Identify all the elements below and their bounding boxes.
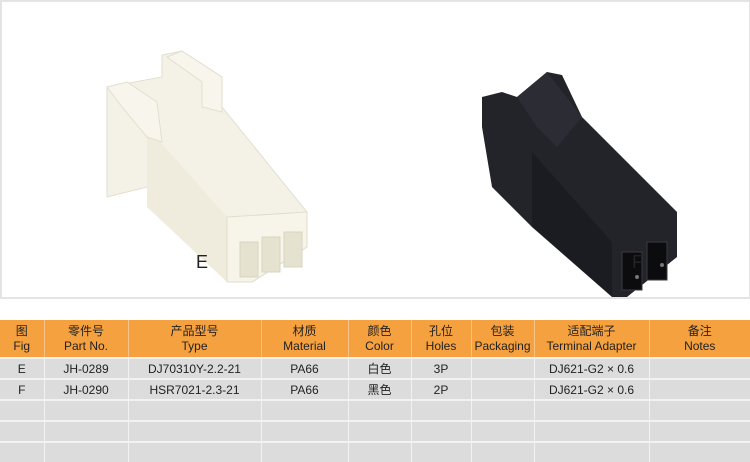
table-cell	[261, 442, 348, 462]
table-cell	[44, 400, 128, 421]
table-cell	[128, 400, 261, 421]
table-cell: E	[0, 358, 44, 379]
table-cell: PA66	[261, 379, 348, 400]
table-cell	[411, 400, 471, 421]
table-cell	[128, 442, 261, 462]
column-header-cn: 图	[0, 324, 44, 339]
table-cell	[348, 442, 411, 462]
product-image-panel: E F	[0, 0, 750, 299]
table-cell	[649, 421, 750, 442]
table-cell	[649, 442, 750, 462]
table-row	[0, 421, 750, 442]
table-cell	[0, 442, 44, 462]
table-cell: DJ621-G2 × 0.6	[534, 358, 649, 379]
table-cell	[411, 421, 471, 442]
table-cell	[44, 421, 128, 442]
column-header-en: Part No.	[45, 339, 128, 354]
connector-e-image	[102, 47, 322, 287]
table-cell	[348, 400, 411, 421]
table-cell: DJ70310Y-2.2-21	[128, 358, 261, 379]
column-header-cn: 颜色	[349, 324, 411, 339]
table-cell	[471, 421, 534, 442]
table-cell	[261, 400, 348, 421]
table-cell: PA66	[261, 358, 348, 379]
connector-f-image	[477, 67, 697, 307]
column-header-en: Material	[262, 339, 348, 354]
figure-label-f: F	[632, 252, 643, 273]
column-header-en: Color	[349, 339, 411, 354]
table-cell	[649, 358, 750, 379]
table-cell	[471, 442, 534, 462]
table-cell: JH-0290	[44, 379, 128, 400]
column-header-en: Packaging	[472, 339, 534, 354]
table-cell	[348, 421, 411, 442]
table-cell	[261, 421, 348, 442]
table-cell: 白色	[348, 358, 411, 379]
column-header-cn: 产品型号	[129, 324, 261, 339]
column-header-en: Holes	[412, 339, 471, 354]
table-cell	[534, 400, 649, 421]
table-cell	[471, 358, 534, 379]
table-cell: JH-0289	[44, 358, 128, 379]
table-cell	[534, 442, 649, 462]
table-cell	[0, 421, 44, 442]
table-cell	[649, 379, 750, 400]
table-cell	[471, 400, 534, 421]
table-cell: DJ621-G2 × 0.6	[534, 379, 649, 400]
column-header-en: Terminal Adapter	[535, 339, 649, 354]
column-header-cn: 零件号	[45, 324, 128, 339]
column-header-en: Notes	[650, 339, 750, 354]
column-header-cn: 材质	[262, 324, 348, 339]
table-cell	[534, 421, 649, 442]
table-row	[0, 400, 750, 421]
table-cell: 2P	[411, 379, 471, 400]
column-header-cn: 备注	[650, 324, 750, 339]
table-cell	[44, 442, 128, 462]
column-header-cn: 包装	[472, 324, 534, 339]
table-cell	[128, 421, 261, 442]
table-cell	[411, 442, 471, 462]
column-header-cn: 适配端子	[535, 324, 649, 339]
table-cell: HSR7021-2.3-21	[128, 379, 261, 400]
column-header-cn: 孔位	[412, 324, 471, 339]
table-cell: 3P	[411, 358, 471, 379]
table-cell: 黑色	[348, 379, 411, 400]
table-cell: F	[0, 379, 44, 400]
table-row	[0, 442, 750, 462]
column-header-en: Type	[129, 339, 261, 354]
table-cell	[649, 400, 750, 421]
figure-label-e: E	[196, 252, 208, 273]
table-cell	[471, 379, 534, 400]
table-cell	[0, 400, 44, 421]
column-header-en: Fig	[0, 339, 44, 354]
